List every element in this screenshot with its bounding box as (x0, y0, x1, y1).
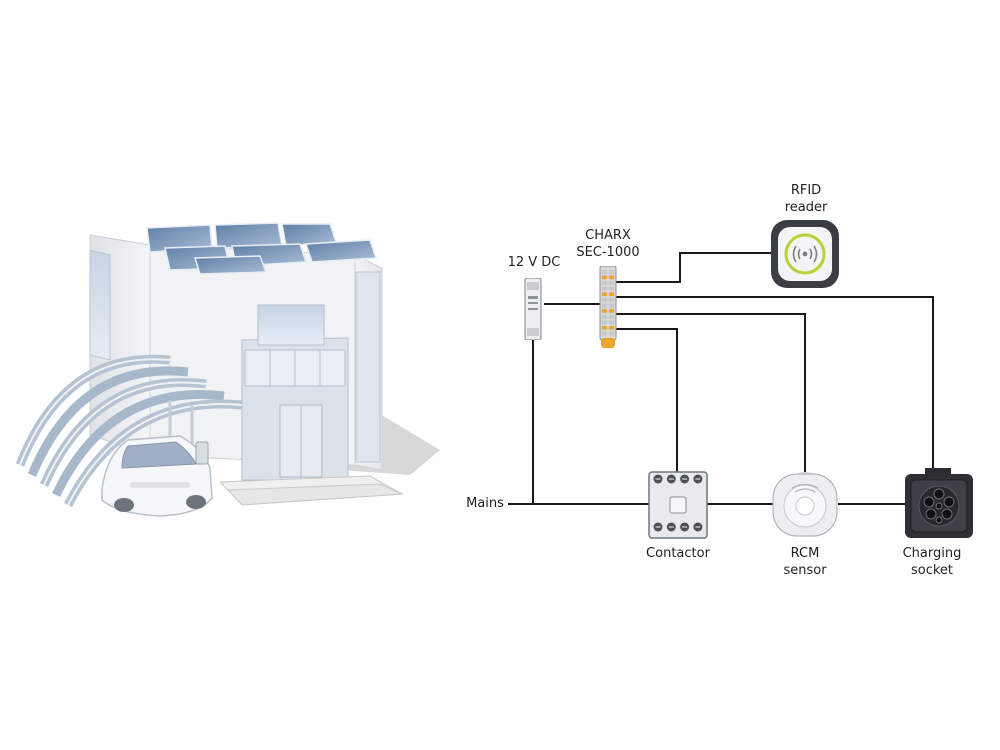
label-mains: Mains (455, 495, 515, 512)
label-charx-sec-1000: CHARX SEC-1000 (568, 227, 648, 261)
wire-charx-socket (612, 296, 934, 470)
wire-charx-rcm (612, 313, 806, 472)
upper-glass (257, 304, 325, 346)
label-line: reader (784, 200, 828, 215)
electric-car (101, 435, 213, 517)
label-charging-socket: Charging socket (892, 545, 972, 579)
charx-sec-1000-icon (599, 266, 617, 348)
label-line: RCM (790, 546, 820, 561)
label-12v-dc: 12 V DC (494, 254, 574, 271)
label-line: Charging (902, 546, 962, 561)
label-line: sensor (783, 563, 827, 578)
label-line: Mains (466, 496, 504, 511)
house-window-strip (89, 249, 111, 361)
label-rcm-sensor: RCM sensor (765, 545, 845, 579)
label-line: CHARX (585, 228, 631, 243)
label-rfid-reader: RFID reader (766, 182, 846, 216)
wire-charx-contactor (612, 328, 678, 472)
label-contactor: Contactor (638, 545, 718, 562)
wall-charger (195, 441, 209, 465)
label-line: socket (910, 563, 954, 578)
label-line: RFID (790, 183, 822, 198)
rcm-sensor-icon (772, 472, 838, 537)
contactor-icon (648, 471, 708, 539)
solar-panels (146, 222, 378, 275)
label-line: 12 V DC (507, 255, 561, 270)
carport-roof (15, 354, 243, 508)
label-line: Contactor (646, 546, 710, 561)
house-illustration (15, 222, 440, 517)
house-side-glass (355, 271, 381, 463)
rfid-reader-icon (771, 220, 839, 288)
power-supply-12v-icon (524, 278, 542, 340)
label-line: SEC-1000 (576, 245, 640, 260)
charging-socket-icon (905, 468, 973, 538)
